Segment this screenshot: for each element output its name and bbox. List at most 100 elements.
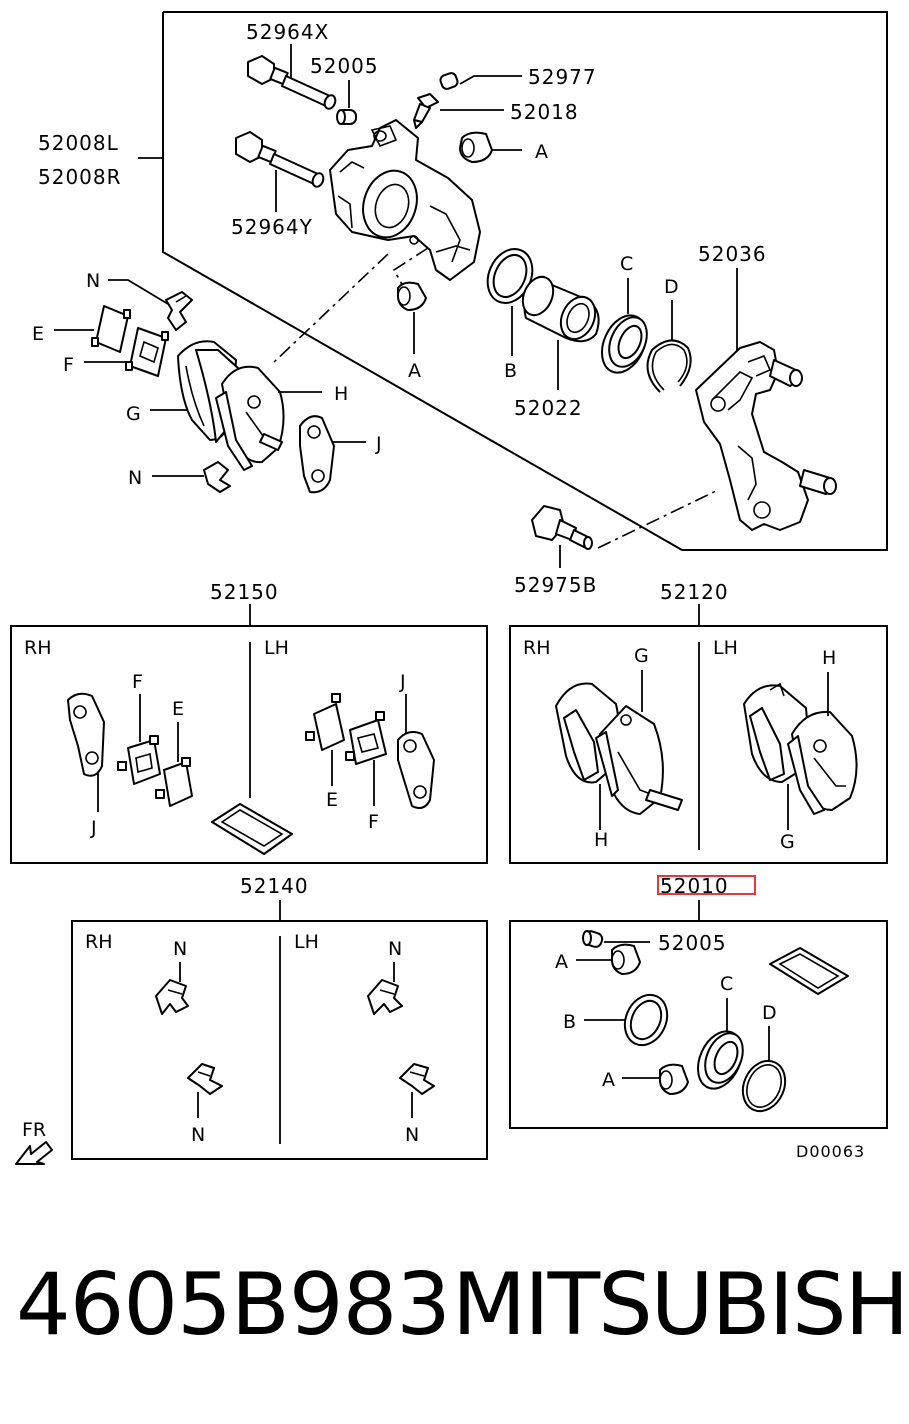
callout-52120[interactable]: 52120 [660,580,729,604]
dashline-caliper-boot [392,247,429,289]
bleeder-screw-52018[interactable] [413,93,439,129]
callout-52022[interactable]: 52022 [514,396,583,420]
dust-boot-C-kit[interactable] [690,1024,751,1095]
pad-clip-N-top[interactable] [165,291,193,331]
shim-F-main[interactable] [125,327,169,377]
guide-pin-52964X[interactable] [247,55,337,110]
guide-pin-52964Y[interactable] [235,131,325,188]
letter-F-52150-rh[interactable]: F [132,671,143,693]
shim-E-main[interactable] [91,305,131,353]
letter-C-kit[interactable]: C [720,973,733,995]
letter-G-52120-lh[interactable]: G [780,831,795,853]
boot-A-kit-top[interactable] [611,943,641,975]
kit-52010-frame [509,920,888,1129]
letter-A-top[interactable]: A [535,141,548,163]
letter-B-kit[interactable]: B [563,1011,576,1033]
snap-ring-D-kit[interactable] [735,1054,793,1118]
snap-ring-D[interactable] [646,339,692,393]
boot-A-lower[interactable] [397,281,427,311]
letter-N-52140-lh-top[interactable]: N [388,938,402,960]
boot-A-top[interactable] [459,131,493,163]
piston-52022[interactable] [517,272,601,345]
callout-52018[interactable]: 52018 [510,100,579,124]
letter-H-52120-lh[interactable]: H [822,647,836,669]
pad-clip-N-52140-rh-top[interactable] [155,979,189,1015]
bushing-52005[interactable] [336,109,357,125]
callout-52964Y[interactable]: 52964Y [231,215,313,239]
letter-G-main[interactable]: G [126,403,141,425]
pad-clip-N-52140-lh-top[interactable] [367,979,403,1015]
piston-seal-B[interactable] [479,242,540,310]
letter-A-kit-top[interactable]: A [555,951,568,973]
pad-clip-N-bottom[interactable] [203,461,231,493]
shim-E-52150-lh[interactable] [305,693,345,751]
callout-52964X[interactable]: 52964X [246,20,329,44]
callout-52005-top[interactable]: 52005 [310,54,379,78]
dashline-bolt-bracket [597,489,719,549]
letter-N-top[interactable]: N [86,270,100,292]
side-rh-52140[interactable]: RH [85,931,113,953]
brake-pad-H-52120-lh[interactable] [787,710,858,815]
shim-J-52150-lh[interactable] [397,731,435,809]
letter-A-kit-bottom[interactable]: A [602,1069,615,1091]
caliper-assembly-frame [162,11,888,551]
dust-boot-C[interactable] [594,308,655,379]
callout-52008R[interactable]: 52008R [38,165,122,189]
callout-52010-highlight [657,875,756,895]
pad-clip-N-52140-lh-bottom[interactable] [399,1063,435,1095]
bushing-52005-kit[interactable] [582,930,604,949]
grease-pack-52010[interactable] [769,947,849,995]
callout-52005-kit[interactable]: 52005 [658,931,727,955]
boot-A-kit-bottom[interactable] [659,1063,689,1095]
callout-52975B[interactable]: 52975B [514,573,597,597]
shim-E-52150-rh[interactable] [155,757,193,807]
letter-A-lower[interactable]: A [408,360,421,382]
letter-G-52120-rh[interactable]: G [634,645,649,667]
letter-H-52120-rh[interactable]: H [594,829,608,851]
letter-B[interactable]: B [504,360,517,382]
bleeder-cap-52977[interactable] [439,72,459,91]
letter-E-52150-rh[interactable]: E [172,698,184,720]
letter-D-kit[interactable]: D [762,1002,777,1024]
letter-E-main[interactable]: E [32,323,44,345]
shim-F-52150-lh[interactable] [345,711,387,765]
letter-J-main[interactable]: J [375,433,382,455]
drawing-code: D00063 [796,1142,865,1161]
leader-N-top [108,279,169,305]
letter-J-52150-lh[interactable]: J [399,671,406,693]
bolt-52975B[interactable] [531,505,593,550]
side-lh-52120[interactable]: LH [713,637,738,659]
shim-F-52150-rh[interactable] [117,735,161,785]
letter-H-main[interactable]: H [334,383,348,405]
letter-D-top[interactable]: D [664,276,679,298]
brake-pad-H-main[interactable] [215,365,285,471]
caliper-body[interactable] [329,119,481,281]
shim-J-52150-rh[interactable] [67,692,105,777]
callout-52977[interactable]: 52977 [528,65,597,89]
callout-52008L[interactable]: 52008L [38,131,119,155]
letter-N-bottom[interactable]: N [128,467,142,489]
piston-seal-B-kit[interactable] [617,988,675,1052]
letter-F-52150-lh[interactable]: F [368,811,379,833]
side-rh-52120[interactable]: RH [523,637,551,659]
letter-E-52150-lh[interactable]: E [326,789,338,811]
side-lh-52140[interactable]: LH [294,931,319,953]
grease-pack-52150[interactable] [211,803,293,855]
support-bracket-52036[interactable] [695,341,837,531]
kit-52140-frame [71,920,488,1160]
callout-52140[interactable]: 52140 [240,874,309,898]
side-rh-52150[interactable]: RH [24,637,52,659]
side-lh-52150[interactable]: LH [264,637,289,659]
shim-J-main[interactable] [299,415,335,494]
pad-clip-N-52140-rh-bottom[interactable] [187,1063,223,1095]
letter-C-top[interactable]: C [620,253,633,275]
callout-52036[interactable]: 52036 [698,242,767,266]
brake-pad-G-52120-rh[interactable] [595,705,683,815]
letter-N-52140-lh-bottom[interactable]: N [405,1124,419,1146]
letter-N-52140-rh-bottom[interactable]: N [191,1124,205,1146]
letter-N-52140-rh-top[interactable]: N [173,938,187,960]
letter-J-52150-rh[interactable]: J [90,817,97,839]
letter-F-main[interactable]: F [63,354,74,376]
callout-52150[interactable]: 52150 [210,580,279,604]
